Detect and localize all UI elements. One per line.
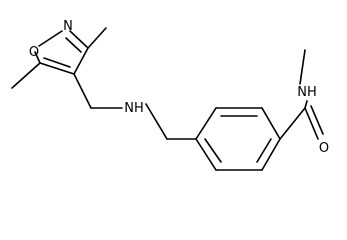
bond-c-o-double-2 (310, 105, 324, 135)
bond-o1-n2 (38, 30, 63, 47)
bond-ar-6 (195, 138, 217, 171)
atom-amine-nh: NH (124, 101, 144, 116)
bond-c4-c5-double (43, 57, 71, 68)
bond-c5-methyl (11, 62, 41, 89)
bond-c5-o1 (34, 51, 41, 64)
atom-ring-nitrogen: N (63, 19, 73, 34)
bond-nh-methyl (299, 49, 306, 85)
bond-n2-c3 (69, 30, 89, 49)
bond-c4-c5 (39, 62, 75, 75)
atom-carbonyl-oxygen: O (319, 141, 329, 156)
atom-ring-oxygen: O (29, 45, 39, 60)
bond-ar-3 (261, 107, 281, 140)
bond-carbonyl-nh (304, 100, 308, 109)
bond-ar-4 (261, 138, 281, 171)
bond-nh-ch2 (145, 103, 168, 140)
bond-c4-ch2 (73, 73, 92, 109)
bond-ar-inner-2 (256, 138, 272, 163)
bond-ar-1 (195, 107, 217, 140)
bond-ring-carbonyl (279, 107, 306, 140)
bond-n2-c3-double (65, 37, 82, 53)
bond-c-o-double-1 (304, 107, 319, 140)
bond-ar-inner-3 (204, 138, 222, 163)
isoxazole-ring (34, 30, 89, 75)
atom-amide-nh: NH (297, 85, 317, 100)
chemical-structure-diagram: O N NH NH O (11, 19, 329, 171)
bond-c3-methyl (87, 27, 107, 49)
benzene-ring (195, 107, 281, 171)
bond-c3-c4 (73, 47, 89, 75)
